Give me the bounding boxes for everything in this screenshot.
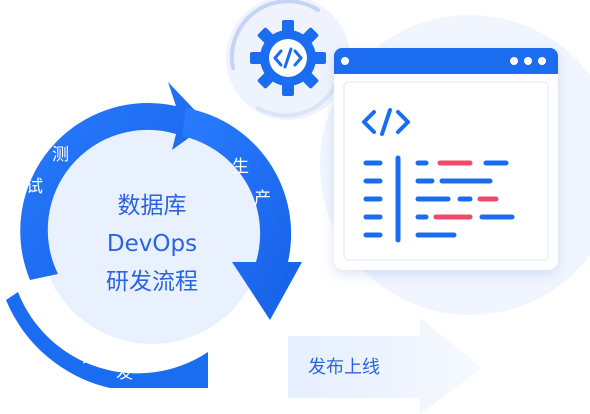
ring-segment-produce (182, 108, 302, 320)
label-test-2: 试 (26, 177, 43, 197)
center-title-line3: 研发流程 (106, 269, 198, 295)
ring-segment-develop (6, 292, 208, 388)
center-title-line2: DevOps (107, 231, 197, 257)
center-disk (40, 120, 264, 344)
ring-segment-test (20, 82, 208, 280)
release-label: 发布上线 (308, 357, 380, 378)
window-code-brackets-icon (362, 108, 410, 136)
label-test-1: 测 (52, 145, 69, 165)
label-develop-2: 发 (116, 363, 133, 383)
code-brackets-icon (273, 47, 303, 69)
label-produce-1: 生 (232, 157, 249, 177)
center-title-line1: 数据库 (118, 193, 187, 219)
code-lines (363, 155, 515, 243)
gear-code-icon (229, 0, 340, 118)
window-controls (341, 57, 546, 65)
label-develop-1: 开 (82, 347, 99, 367)
release-arrow (288, 318, 482, 414)
label-produce-2: 产 (254, 189, 271, 209)
